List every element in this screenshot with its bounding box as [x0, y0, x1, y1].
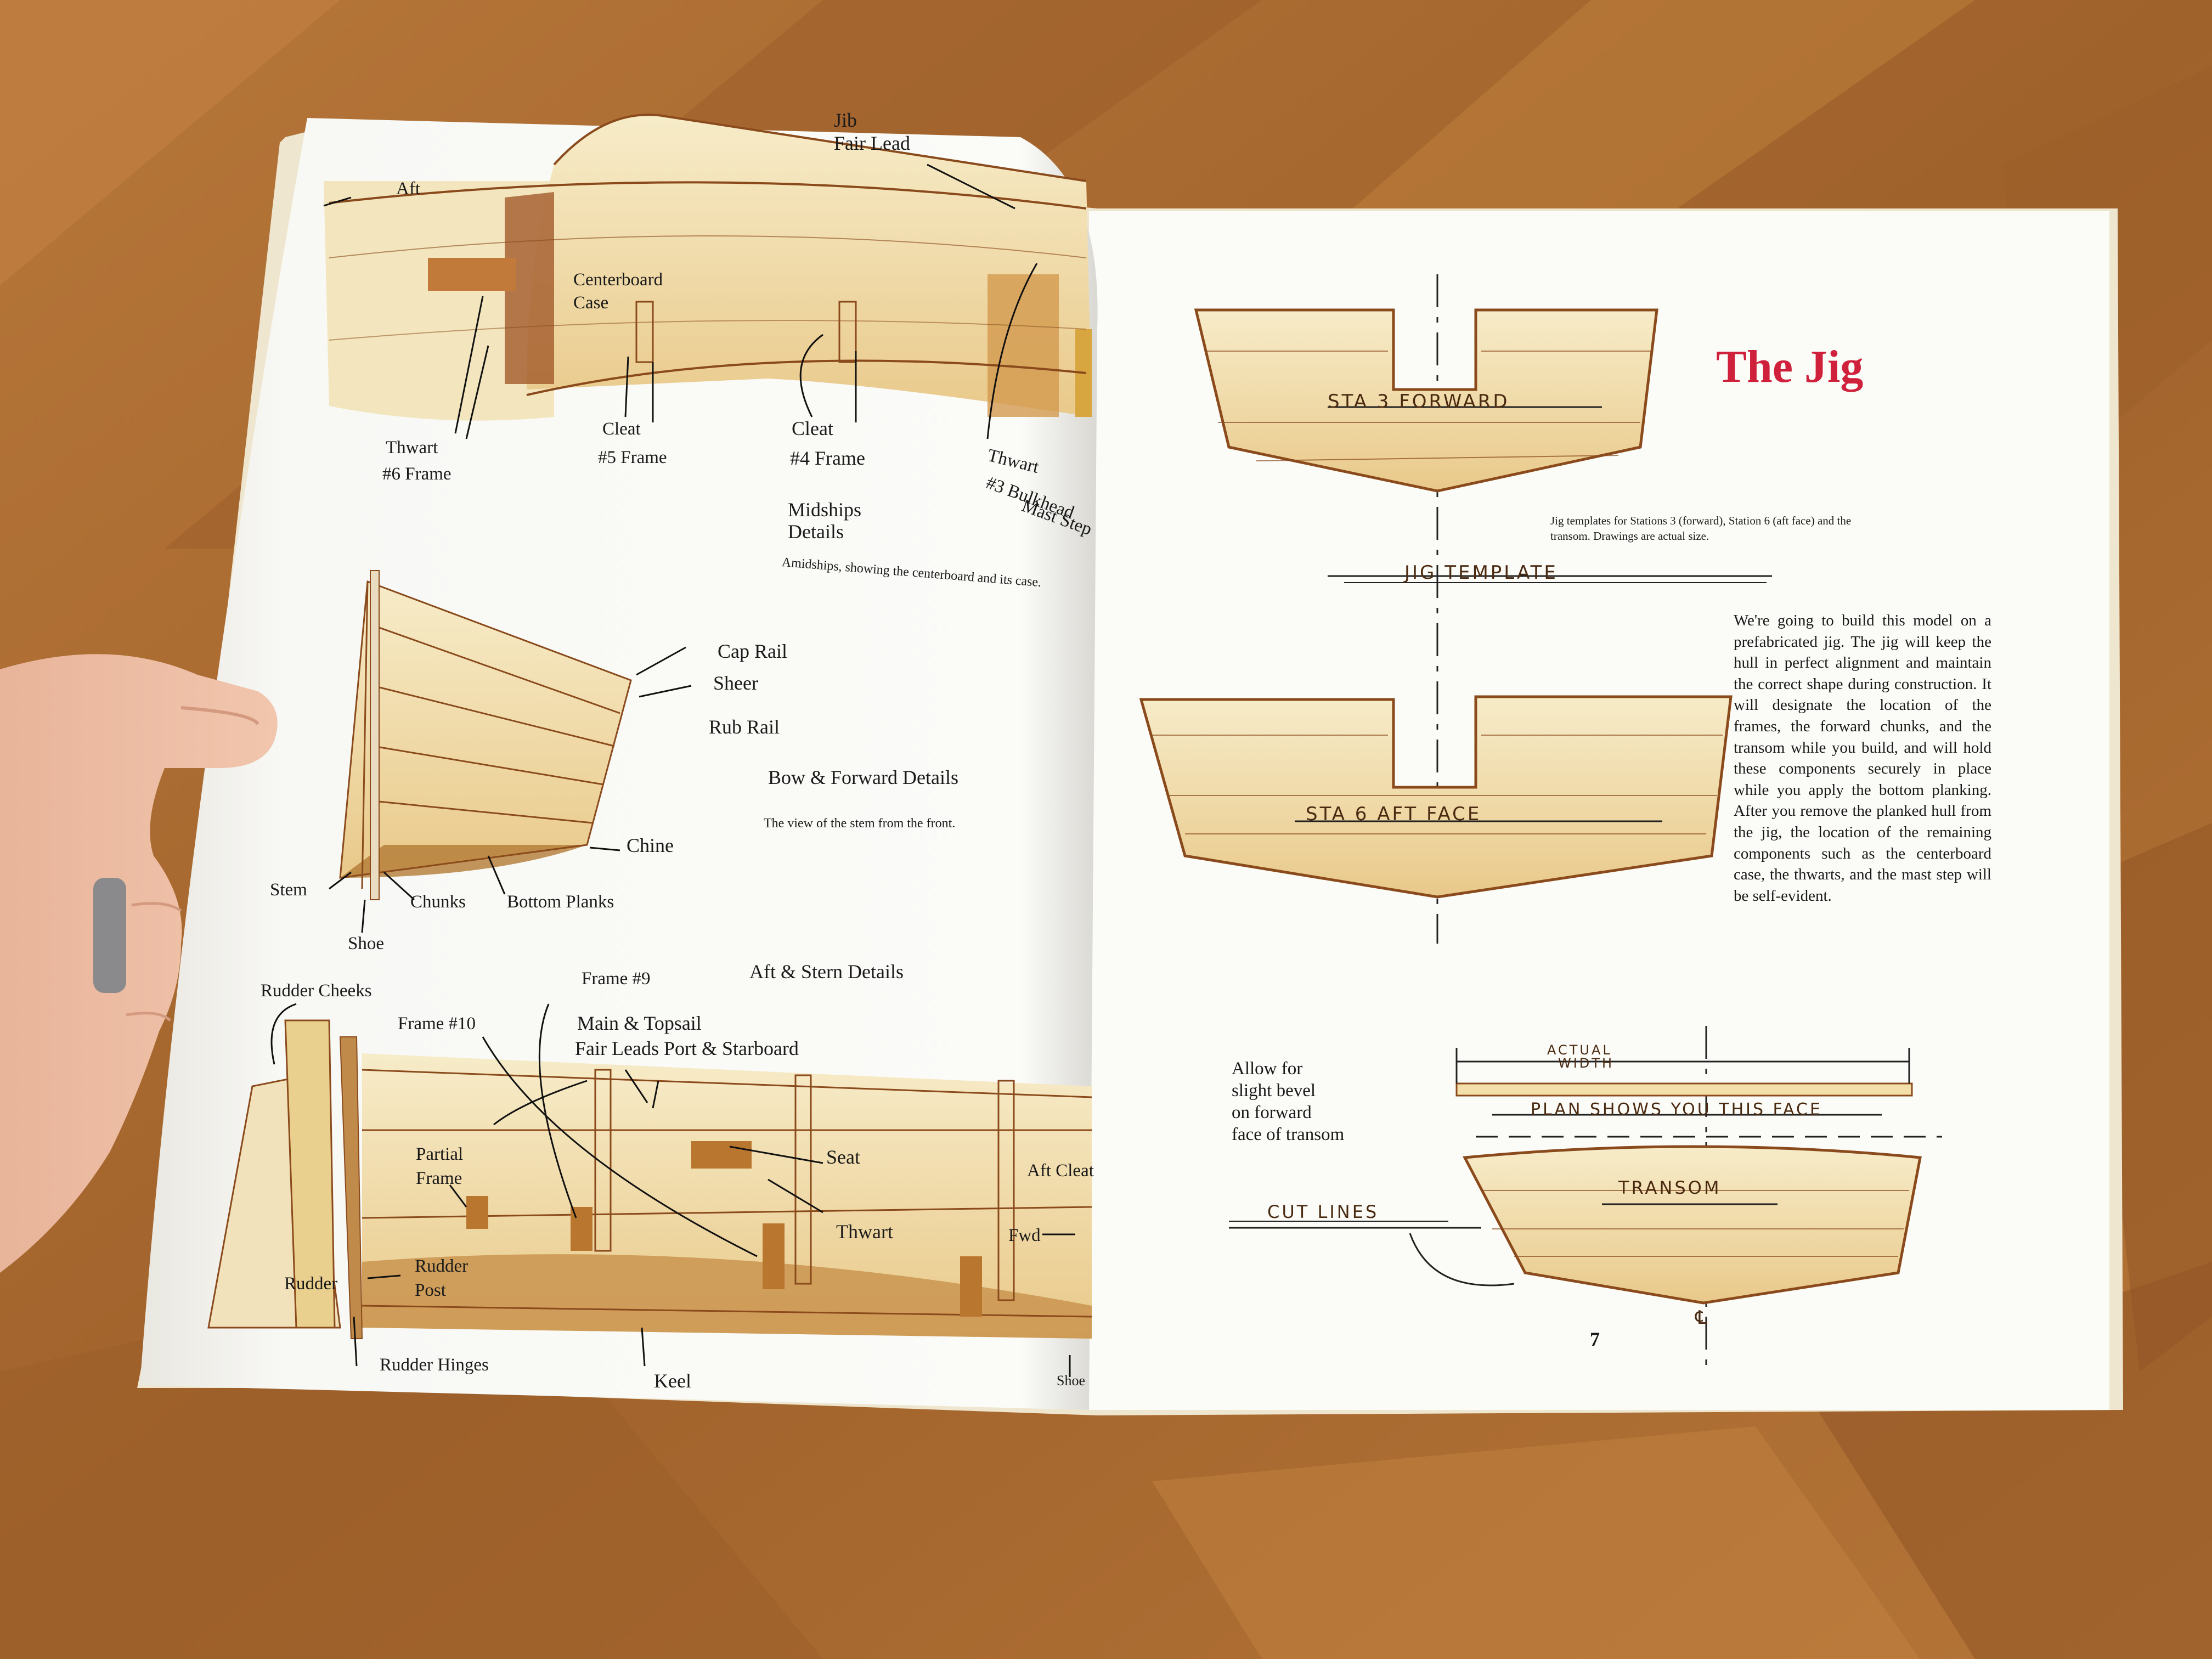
bow-heading: Bow & Forward Details [768, 766, 958, 788]
label-aft: Aft [396, 179, 420, 199]
stern-drawing [207, 1003, 1092, 1377]
label-shoe-bow: Shoe [348, 934, 384, 953]
label-jig-template: JIG TEMPLATE [1404, 562, 1558, 584]
label-main-topsail: Main & Topsail [577, 1012, 702, 1034]
midships-heading-1: Midships [788, 499, 862, 521]
label-cleat-left: Cleat [602, 419, 641, 439]
stern-heading: Aft & Stern Details [749, 961, 904, 983]
label-stem: Stem [270, 880, 307, 900]
label-rudder: Rudder [284, 1274, 338, 1294]
label-chunks: Chunks [410, 892, 466, 912]
label-chine: Chine [627, 834, 674, 856]
label-plan-shows: PLAN SHOWS YOU THIS FACE [1531, 1100, 1822, 1119]
label-rub-rail: Rub Rail [709, 716, 780, 738]
jig-caption-line2: transom. Drawings are actual size. [1550, 529, 1709, 543]
label-partial-frame: Frame [416, 1169, 462, 1188]
label-frame6: #6 Frame [382, 464, 452, 484]
bevel-note-line1: Allow for [1232, 1059, 1303, 1079]
label-frame10: Frame #10 [398, 1014, 476, 1034]
label-sheer: Sheer [713, 672, 758, 694]
label-centerboard: Centerboard [573, 270, 663, 290]
label-aft-cleat: Aft Cleat [1027, 1161, 1094, 1181]
label-shoe-stern: Shoe [1057, 1373, 1085, 1389]
midships-drawing [323, 114, 1092, 439]
label-sta6-aft-face: STA 6 AFT FACE [1306, 803, 1482, 825]
label-seat: Seat [826, 1146, 860, 1168]
label-cleat-mid: Cleat [792, 417, 833, 439]
actual-width-plank [1455, 1048, 1942, 1138]
label-rudder-hinges: Rudder Hinges [380, 1355, 489, 1375]
label-frame4: #4 Frame [790, 447, 865, 469]
label-cap-rail: Cap Rail [718, 640, 787, 662]
label-thwart-midships: Thwart [386, 438, 438, 458]
label-bottom-planks: Bottom Planks [507, 892, 614, 912]
bevel-note-line3: on forward [1232, 1103, 1312, 1122]
bow-drawing [329, 570, 692, 933]
label-jib: Jib [834, 109, 857, 131]
label-fair-lead: Fair Lead [834, 132, 910, 154]
label-fair-leads-port-starboard: Fair Leads Port & Starboard [575, 1037, 799, 1059]
label-cut-lines: CUT LINES [1267, 1201, 1379, 1222]
bevel-note-line2: slight bevel [1232, 1081, 1316, 1101]
label-width: WIDTH [1558, 1056, 1614, 1071]
label-sta3-forward: STA 3 FORWARD [1328, 391, 1510, 413]
label-rudder-post: Rudder [415, 1256, 469, 1276]
sta3-template [1194, 308, 1658, 493]
label-thwart-stern: Thwart [836, 1221, 893, 1243]
page-number: 7 [1590, 1328, 1600, 1350]
label-rudder-post-2: Post [415, 1280, 446, 1300]
label-frame5: #5 Frame [598, 448, 667, 467]
transom-template [1229, 1145, 1922, 1305]
jig-body-text: We're going to build this model on a pre… [1734, 612, 1991, 905]
label-partial: Partial [416, 1144, 464, 1164]
label-fwd: Fwd [1008, 1226, 1041, 1245]
label-actual: ACTUAL [1547, 1042, 1612, 1058]
label-case: Case [573, 293, 609, 313]
label-keel: Keel [654, 1370, 691, 1392]
label-transom: TRANSOM [1618, 1177, 1722, 1198]
jig-caption-line1: Jig templates for Stations 3 (forward), … [1550, 514, 1852, 527]
label-rudder-cheeks: Rudder Cheeks [261, 981, 372, 1001]
sta6-template [1139, 695, 1733, 899]
label-centerline-symbol: ℄ [1695, 1307, 1709, 1329]
bevel-note-line4: face of transom [1232, 1125, 1345, 1144]
midships-heading-2: Details [788, 521, 844, 543]
bow-caption: The view of the stem from the front. [764, 816, 956, 831]
label-frame9: Frame #9 [582, 969, 651, 989]
page-title: The Jig [1716, 341, 1864, 392]
hand [0, 654, 278, 1273]
